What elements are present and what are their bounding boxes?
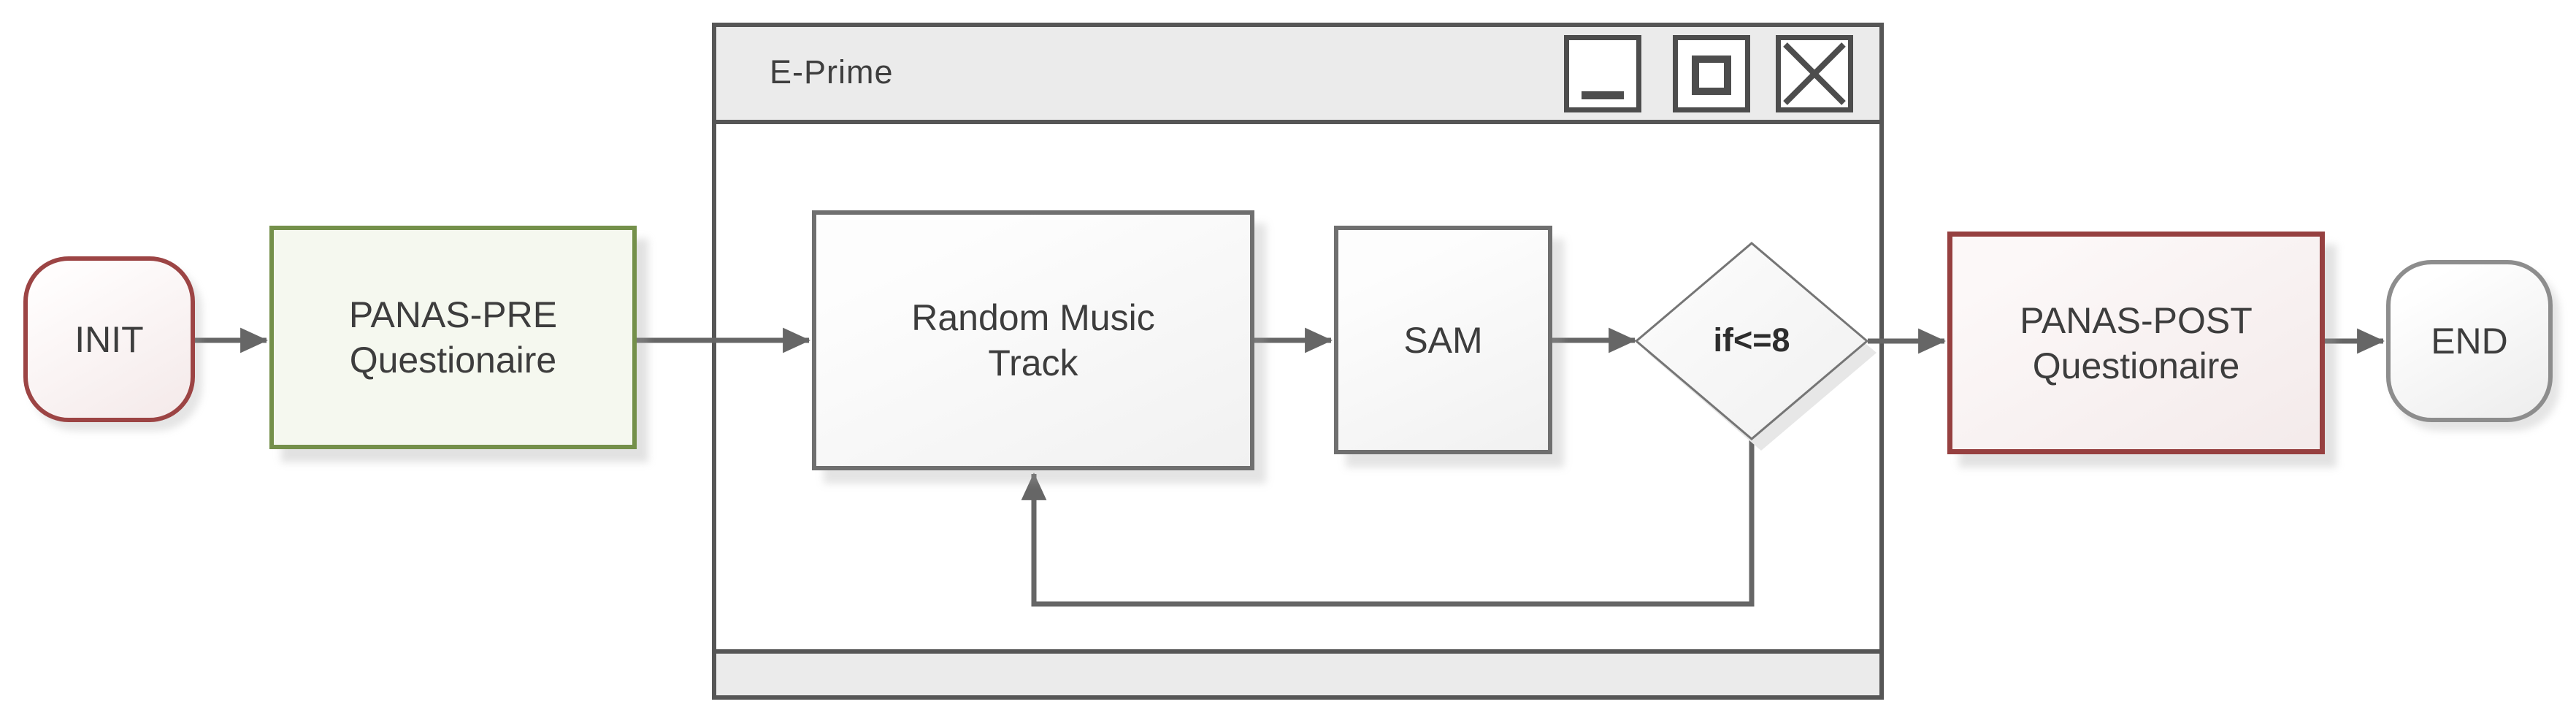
minimize-button[interactable] (1564, 35, 1641, 112)
eprime-bottombar (712, 654, 1884, 700)
node-panas-pre: PANAS-PRE Questionaire (269, 226, 637, 449)
close-icon (1783, 42, 1846, 105)
decision-label: if<=8 (1713, 321, 1790, 359)
node-init: INIT (23, 256, 195, 422)
maximize-icon (1692, 55, 1731, 95)
panas-pre-label: PANAS-PRE Questionaire (348, 294, 558, 381)
window-title: E-Prime (770, 53, 894, 91)
node-random-music-track: Random Music Track (812, 210, 1254, 470)
maximize-button[interactable] (1673, 35, 1750, 112)
eprime-titlebar: E-Prime (712, 23, 1884, 124)
node-sam: SAM (1334, 226, 1552, 454)
minimize-icon (1581, 91, 1625, 99)
node-end: END (2386, 260, 2553, 422)
node-panas-post: PANAS-POST Questionaire (1947, 232, 2325, 454)
init-label: INIT (74, 318, 144, 360)
end-label: END (2431, 321, 2508, 362)
sam-label: SAM (1403, 319, 1483, 361)
close-button[interactable] (1776, 35, 1853, 112)
panas-post-label: PANAS-POST Questionaire (2020, 299, 2253, 386)
random-music-label: Random Music Track (911, 297, 1155, 383)
